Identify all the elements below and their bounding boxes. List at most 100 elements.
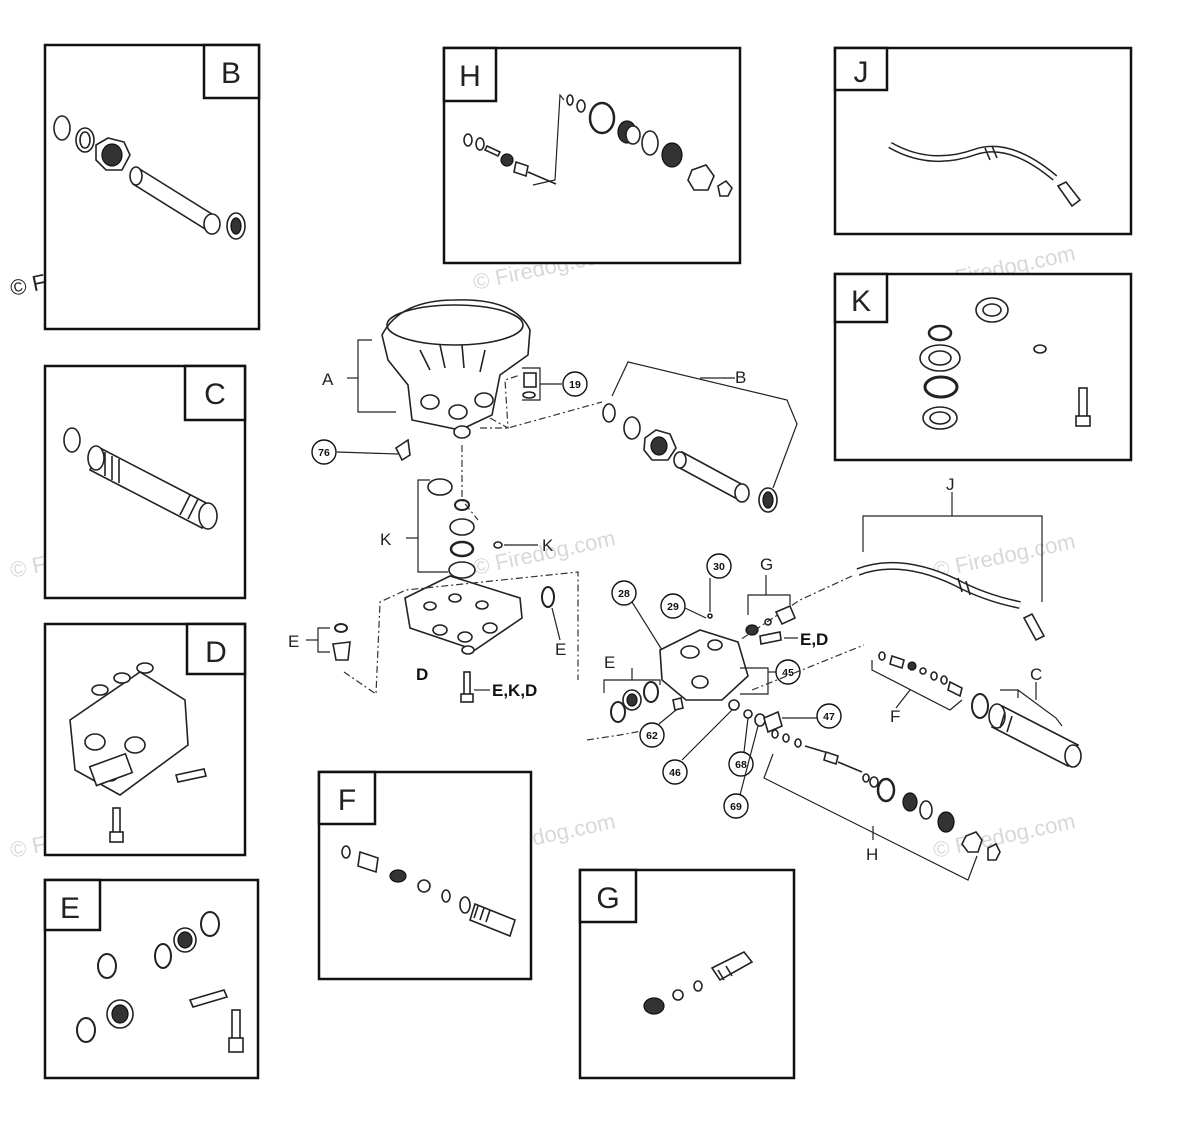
seal-icon [975, 297, 1009, 323]
main-assembly: A 19 76 B [288, 299, 1082, 881]
bolt-icon [1078, 387, 1088, 419]
pin-icon [483, 144, 502, 158]
bolt-icon [759, 631, 782, 645]
svg-text:62: 62 [646, 730, 658, 742]
washer-icon [75, 127, 95, 153]
svg-text:76: 76 [318, 447, 330, 459]
bolt-icon [188, 989, 229, 1008]
fitting-icon [394, 438, 411, 462]
spring-icon [661, 142, 683, 168]
inset-b: B [43, 43, 261, 331]
watermark: © Firedog.com [931, 528, 1078, 583]
inset-k-letter: K [851, 285, 871, 318]
svg-text:45: 45 [782, 667, 794, 679]
spring-icon [389, 869, 407, 883]
label-ed: E,D [800, 630, 828, 649]
inset-b-letter: B [221, 57, 241, 90]
bolt-icon [174, 768, 208, 783]
callout-29 [660, 593, 686, 619]
check-valve-icon [332, 641, 351, 661]
label-k-left: K [380, 530, 392, 549]
svg-text:28: 28 [618, 588, 630, 600]
inset-j: J [833, 46, 1133, 236]
callout-30 [706, 553, 732, 579]
inset-e-letter: E [60, 892, 80, 925]
callout-28 [611, 580, 637, 606]
callout-62 [639, 722, 665, 748]
spring-icon [500, 153, 514, 167]
label-e-mid: E [604, 653, 615, 672]
svg-text:30: 30 [713, 561, 725, 573]
washer-icon [641, 130, 659, 156]
bolt-icon [463, 671, 471, 697]
o-ring-icon [927, 324, 953, 342]
inset-j-letter: J [854, 56, 869, 89]
label-f: F [890, 707, 900, 726]
inset-c: C [43, 364, 247, 600]
inset-g: G [578, 868, 796, 1080]
manifold-icon [404, 575, 523, 651]
svg-text:46: 46 [669, 767, 681, 779]
valve-body-icon [469, 902, 516, 938]
label-h: H [866, 845, 878, 864]
inset-e: E [43, 878, 260, 1080]
callout-69 [723, 793, 749, 819]
fitting-icon [1056, 180, 1082, 208]
label-e-left: E [288, 632, 299, 651]
callout-46 [662, 759, 688, 785]
label-c: C [1030, 665, 1042, 684]
label-e-right: E [555, 640, 566, 659]
o-ring-icon [341, 845, 351, 859]
inset-k: K [833, 272, 1133, 462]
unloader-body-icon [659, 629, 749, 701]
inlet-fitting-icon [710, 950, 754, 982]
seal-icon [922, 406, 958, 430]
o-ring-icon [1033, 344, 1047, 354]
o-ring-icon [200, 911, 220, 937]
o-ring-icon [53, 115, 71, 141]
inset-c-letter: C [204, 378, 226, 411]
seal-icon [226, 212, 246, 240]
inset-h-letter: H [459, 60, 481, 93]
inlet-fitting-icon [774, 604, 797, 626]
valve-stem-icon [527, 171, 557, 185]
o-ring-icon [76, 1017, 96, 1043]
bolt-icon [231, 1009, 241, 1041]
svg-text:47: 47 [823, 711, 835, 723]
svg-text:68: 68 [735, 759, 747, 771]
svg-text:29: 29 [667, 601, 679, 613]
o-ring-icon [923, 375, 959, 399]
fitting-icon [1022, 612, 1046, 642]
label-d: D [416, 665, 428, 684]
label-g: G [760, 555, 773, 574]
plug-icon [523, 372, 537, 388]
label-b: B [735, 368, 746, 387]
ball-icon [417, 879, 431, 893]
label-ekd: E,K,D [492, 681, 537, 700]
nut-icon [687, 164, 715, 191]
inset-d: D [43, 622, 247, 857]
inset-g-letter: G [596, 882, 619, 915]
o-ring-icon [97, 953, 117, 979]
label-j: J [946, 475, 955, 494]
spring-icon [643, 997, 665, 1015]
o-ring-icon [588, 101, 616, 135]
retainer-icon [919, 344, 961, 372]
inset-f: F [317, 770, 533, 981]
inset-h: H [442, 46, 742, 265]
inset-d-letter: D [205, 636, 227, 669]
callout-76 [311, 439, 337, 465]
o-ring-icon [602, 403, 616, 423]
callout-47 [816, 703, 842, 729]
o-ring-icon [63, 427, 81, 453]
label-a: A [322, 370, 334, 389]
cap-icon [357, 850, 379, 874]
inset-f-letter: F [338, 784, 356, 817]
svg-text:19: 19 [569, 379, 581, 391]
o-ring-icon [463, 133, 473, 147]
callout-19 [562, 371, 588, 397]
nut-icon [717, 179, 733, 197]
label-k-right: K [542, 536, 554, 555]
